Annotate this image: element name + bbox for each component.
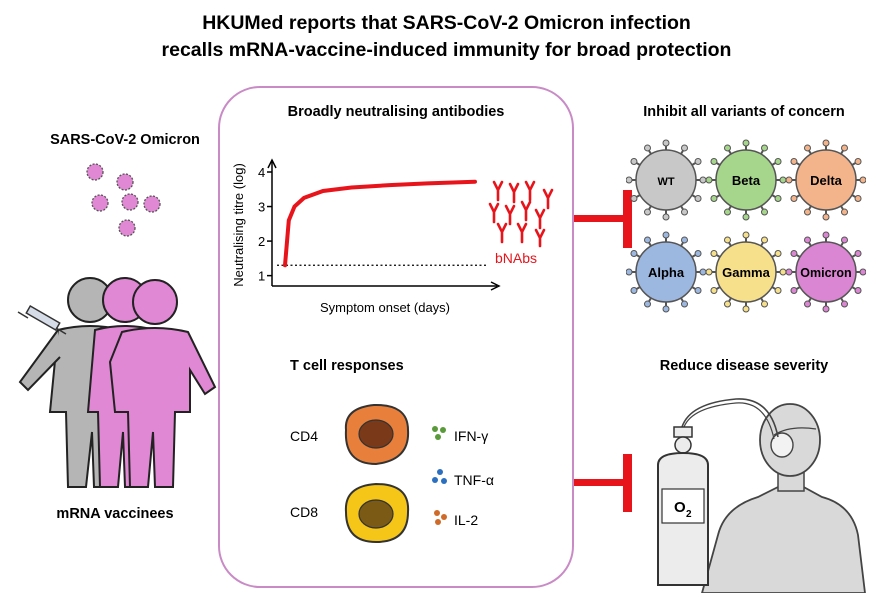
y-tick-label: 4	[258, 165, 265, 180]
variant-alpha-label: Alpha	[648, 265, 685, 280]
title-line-2: recalls mRNA-vaccine-induced immunity fo…	[161, 39, 732, 61]
variant-beta-icon: Beta	[705, 139, 787, 221]
cd4-cell-icon	[344, 403, 410, 466]
il2-dots-icon	[434, 510, 447, 525]
variant-gamma-icon: Gamma	[705, 231, 787, 313]
syringe-icon	[17, 305, 67, 335]
ifn-dots-icon	[432, 426, 446, 440]
y-tick-label: 3	[258, 200, 265, 215]
antibody-title: Broadly neutralising antibodies	[287, 104, 505, 120]
oxygen-label: O	[674, 499, 686, 516]
severity-title: Reduce disease severity	[659, 358, 829, 374]
y-axis-arrow	[267, 158, 277, 169]
people-label: mRNA vaccinees	[56, 506, 174, 522]
titre-curve	[283, 179, 477, 268]
y-tick-label: 1	[258, 269, 265, 284]
bnabs-label: bNAbs	[495, 250, 538, 266]
immunity-panel	[218, 86, 574, 588]
variant-omicron-icon: Omicron	[785, 231, 866, 313]
variant-delta-label: Delta	[810, 173, 843, 188]
antibody-icon	[488, 180, 554, 248]
inhibit-arrow-bottom	[574, 454, 632, 512]
cd4-label: CD4	[290, 428, 319, 444]
tnf-dots-icon	[432, 469, 447, 484]
cd8-label: CD8	[290, 504, 319, 520]
x-axis-arrow	[490, 281, 501, 291]
virus-label: SARS-CoV-2 Omicron	[50, 132, 200, 148]
variant-alpha-icon: Alpha	[626, 231, 707, 313]
variant-beta-label: Beta	[732, 173, 761, 188]
patient-oxygen-icon: O 2	[657, 398, 866, 593]
inhibit-arrow-top	[574, 190, 632, 248]
oxygen-subscript: 2	[686, 509, 692, 520]
y-axis-label: Neutralising titre (log)	[231, 163, 246, 287]
cytokine-label-ifn: IFN-γ	[454, 428, 489, 444]
variant-delta-icon: Delta	[785, 139, 866, 221]
title-line-1: HKUMed reports that SARS-CoV-2 Omicron i…	[202, 12, 691, 34]
titre-chart: Neutralising titre (log) 1 2 3 4 Symptom on…	[231, 158, 501, 315]
variant-wt-label: WT	[657, 176, 674, 188]
tcell-title: T cell responses	[290, 358, 404, 374]
omicron-virus-cluster	[86, 163, 161, 237]
cytokine-label-il2: IL-2	[454, 512, 479, 528]
variant-wt-icon: WT	[626, 139, 707, 221]
cytokine-label-tnf: TNF-α	[454, 472, 494, 488]
variant-gamma-label: Gamma	[722, 265, 770, 280]
cd8-cell-icon	[344, 482, 410, 544]
variant-omicron-label: Omicron	[800, 266, 851, 280]
vaccinated-people-icon	[17, 277, 217, 488]
y-tick-label: 2	[258, 234, 265, 249]
virus-particle-icon	[86, 163, 161, 237]
variants-title: Inhibit all variants of concern	[643, 104, 845, 120]
x-axis-label: Symptom onset (days)	[320, 300, 450, 315]
